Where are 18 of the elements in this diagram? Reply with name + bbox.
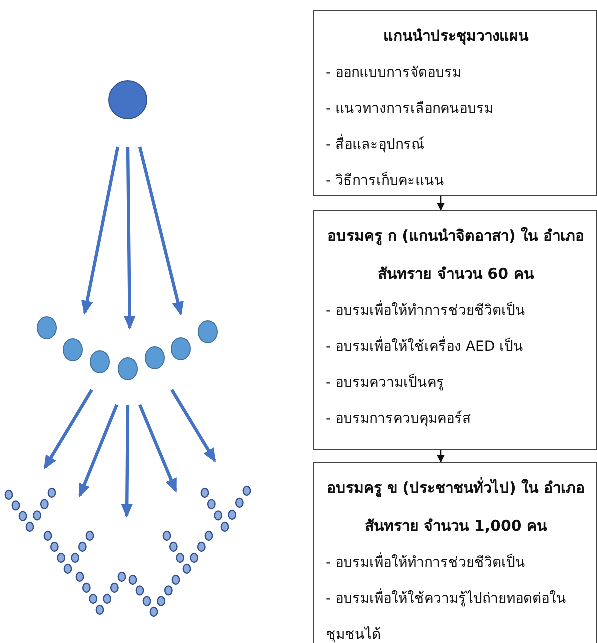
bullet-item: - สื่อและอุปกรณ์ bbox=[326, 127, 586, 163]
process-box bbox=[313, 210, 597, 450]
bullet-item: - อบรมเพื่อให้ทำการช่วยชีวิตเป็น bbox=[326, 545, 586, 581]
bullet-item: - อบรมเพื่อให้ทำการช่วยชีวิตเป็น bbox=[326, 293, 586, 329]
box-heading: อบรมครู ข (ประชาชนทั่วไป) ใน อำเภอสันทราย จำนวน 1,000 คน bbox=[326, 476, 586, 537]
process-box bbox=[313, 10, 597, 196]
bullet-item: - วิธีการเก็บคะแนน bbox=[326, 170, 446, 191]
arrow bbox=[437, 196, 445, 211]
bullet-item: - อบรมการควบคุมคอร์ส bbox=[326, 410, 473, 429]
arrow bbox=[437, 450, 445, 463]
bullet-item: - อบรมเพื่อให้ใช้เครื่อง AED เป็น bbox=[326, 329, 586, 365]
bullet-item: - ออกแบบการจัดอบรม bbox=[326, 64, 463, 83]
box-heading: แกนนำประชุมวางแผน bbox=[382, 26, 530, 48]
box-heading: อบรมครู ก (แกนนำจิตอาสา) ใน อำเภอสันทราย จำนวน 60 คน bbox=[326, 226, 586, 285]
bullet-item: - แนวทางการเลือกคนอบรม bbox=[326, 100, 495, 119]
process-box bbox=[313, 462, 597, 643]
bullet-item: - อบรมเพื่อให้ใช้ความรู้ไปถ่ายทอดต่อในชุมชนได้ bbox=[326, 581, 586, 643]
bullet-item: - อบรมความเป็นครู bbox=[326, 372, 446, 393]
